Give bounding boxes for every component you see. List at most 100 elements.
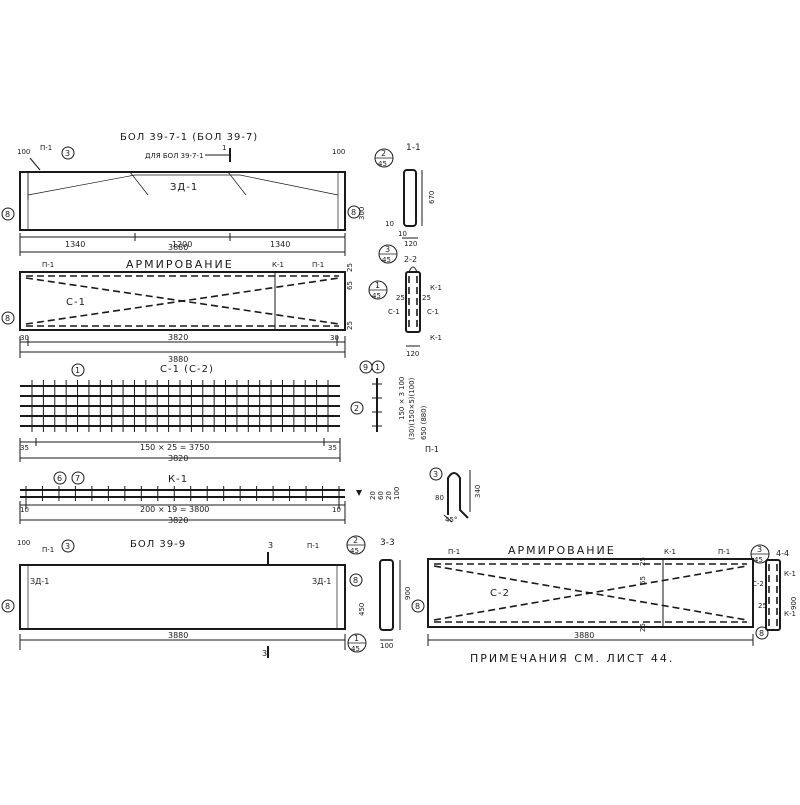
beam1-end-right: 100: [332, 148, 345, 156]
arm2-loop-right: П-1: [718, 548, 730, 556]
mesh-side-callout-b: 1: [375, 363, 380, 372]
frame-total: 3820: [168, 516, 188, 525]
arm2-mark-circle: [411, 599, 425, 613]
mesh-callout-bar: 1: [75, 366, 80, 375]
mesh-callout-side: 2: [354, 404, 359, 413]
loop-callout-circle: [429, 467, 443, 481]
arm1-total: 3880: [168, 355, 188, 364]
frame-callout-b: 7: [75, 474, 80, 483]
frame-k1: К-1 6 7 20 60 20 100 10 200 × 19 = 3800 …: [19, 471, 401, 525]
s44-c2: С-2: [752, 580, 764, 588]
beam2-total: 3880: [168, 631, 188, 640]
frame-ties: [25, 486, 340, 501]
s22-width: 120: [406, 350, 419, 358]
mesh-spacing: 150 × 25 = 3750: [140, 443, 209, 452]
loop-title: П-1: [425, 445, 439, 454]
frame-arrow-marker: [356, 490, 362, 496]
arm2-d65: 65: [639, 576, 647, 585]
s22-k1-bottom: К-1: [430, 334, 442, 342]
beam1-h-end: 300: [358, 207, 366, 220]
s11-d10b: 10: [398, 230, 407, 238]
arm2-mark: 8: [415, 602, 420, 611]
mesh-side-callout-b-circle: [371, 360, 385, 374]
s33-height: 900: [404, 587, 412, 600]
loop-w: 80: [435, 494, 444, 502]
beam1-loop-tag: П-1: [40, 144, 52, 152]
beam2-loop-left: П-1: [42, 546, 54, 554]
loop-p1: П-1 3 340 80 45°: [425, 445, 482, 524]
arm2-total: 3880: [574, 631, 594, 640]
beam2-title: БОЛ 39-9: [130, 539, 186, 550]
beam2-callout-loop: 3: [65, 542, 70, 551]
s33-width: 100: [380, 642, 393, 650]
loop-callout: 3: [433, 470, 438, 479]
beam1-end-left: 100: [17, 148, 30, 156]
beam1-dim-mid: 1200: [172, 240, 192, 249]
arm2-outline: [427, 558, 754, 628]
frame-callout-b-circle: [71, 471, 85, 485]
mesh-grid: [20, 380, 340, 432]
beam1-loop-callout: 3: [65, 149, 70, 158]
s11-callout-top: 2: [381, 149, 386, 158]
s22-callout-top: 3: [385, 245, 390, 254]
beam1-mark-left: 8: [5, 210, 10, 219]
loop-h: 340: [474, 485, 482, 498]
s11-width: 120: [404, 240, 417, 248]
beam2-outline: [19, 564, 346, 630]
arm2-d25b: 25: [639, 623, 647, 632]
loop-angle: 45°: [445, 516, 457, 524]
s44-height: 900: [790, 597, 798, 610]
frame-callout-a-circle: [53, 471, 67, 485]
arm2-title: АРМИРОВАНИЕ: [508, 544, 616, 557]
arm1-diag-b: [25, 277, 340, 325]
s22-k1-top: К-1: [430, 284, 442, 292]
beam1-dim-right: 1340: [270, 240, 290, 249]
mesh-left: 35: [20, 444, 29, 452]
frame-right: 10: [332, 506, 341, 514]
beam1-part: ЗД-1: [170, 182, 198, 193]
s33-callout-top: 2: [353, 536, 358, 545]
frame-side-c: 20: [385, 491, 393, 500]
arm1-mesh: С-1: [66, 297, 86, 308]
frame-spacing: 200 × 19 = 3800: [140, 505, 209, 514]
s11-profile: [403, 169, 417, 227]
arm1-callout-bottom: 45: [372, 292, 381, 300]
beam1-part-line-b: [227, 171, 247, 196]
s11-callout-bottom: 45: [378, 160, 387, 168]
beam1-mark-right-circle: [347, 205, 361, 219]
s22-title: 2-2: [404, 255, 417, 264]
mesh-title: С-1 (С-2): [160, 364, 214, 375]
section-4-4: 4-4 К-1 С-2 К-1 900 25 8: [752, 549, 798, 640]
s44-k1-bottom: К-1: [784, 610, 796, 618]
arm2-d25: 25: [639, 557, 647, 566]
arm1-d25b: 25: [346, 321, 354, 330]
beam2-elevation: БОЛ 39-9 3 П-1 П-1 3 100 ЗД-1 ЗД-1 8 8 4…: [1, 539, 366, 658]
frame-title: К-1: [168, 474, 188, 485]
mesh-side-d4: 650 (880): [420, 405, 428, 440]
beam2-section-bottom: 3: [262, 649, 267, 658]
s22-c1-left: С-1: [388, 308, 400, 316]
arm1-title: АРМИРОВАНИЕ: [126, 258, 234, 271]
beam1-outline: [19, 171, 346, 231]
arm1-mid: 3820: [168, 333, 188, 342]
beam2-mark-left: 8: [5, 602, 10, 611]
mesh-side-d3: (30)(150×5)(100): [408, 377, 416, 440]
section-1-1: 2 45 1-1 670 10 10 120: [374, 143, 436, 248]
beam1-section-mark: 1: [222, 144, 226, 152]
s22-loop: [408, 266, 418, 273]
arm1-right-edge: 30: [330, 334, 339, 342]
mesh-right: 35: [328, 444, 337, 452]
s11-height: 670: [428, 191, 436, 204]
arm1-outline: [19, 271, 346, 331]
beam1-loop-callout-circle: [61, 146, 75, 160]
s33-callout-bottom: 45: [350, 547, 359, 555]
beam1-elevation: БОЛ 39-7-1 (БОЛ 39-7) ДЛЯ БОЛ 39-7-1 1 П…: [1, 132, 366, 256]
beam2-mark-right-circle: [349, 573, 363, 587]
arm1-frame: К-1: [272, 261, 284, 269]
s33-callout2-bottom: 45: [351, 645, 360, 653]
frame-side-b: 60: [377, 491, 385, 500]
arm1-d25: 25: [346, 263, 354, 272]
reinforcement-1: АРМИРОВАНИЕ П-1 К-1 П-1 С-1 65 25 25 1 4…: [1, 258, 388, 364]
